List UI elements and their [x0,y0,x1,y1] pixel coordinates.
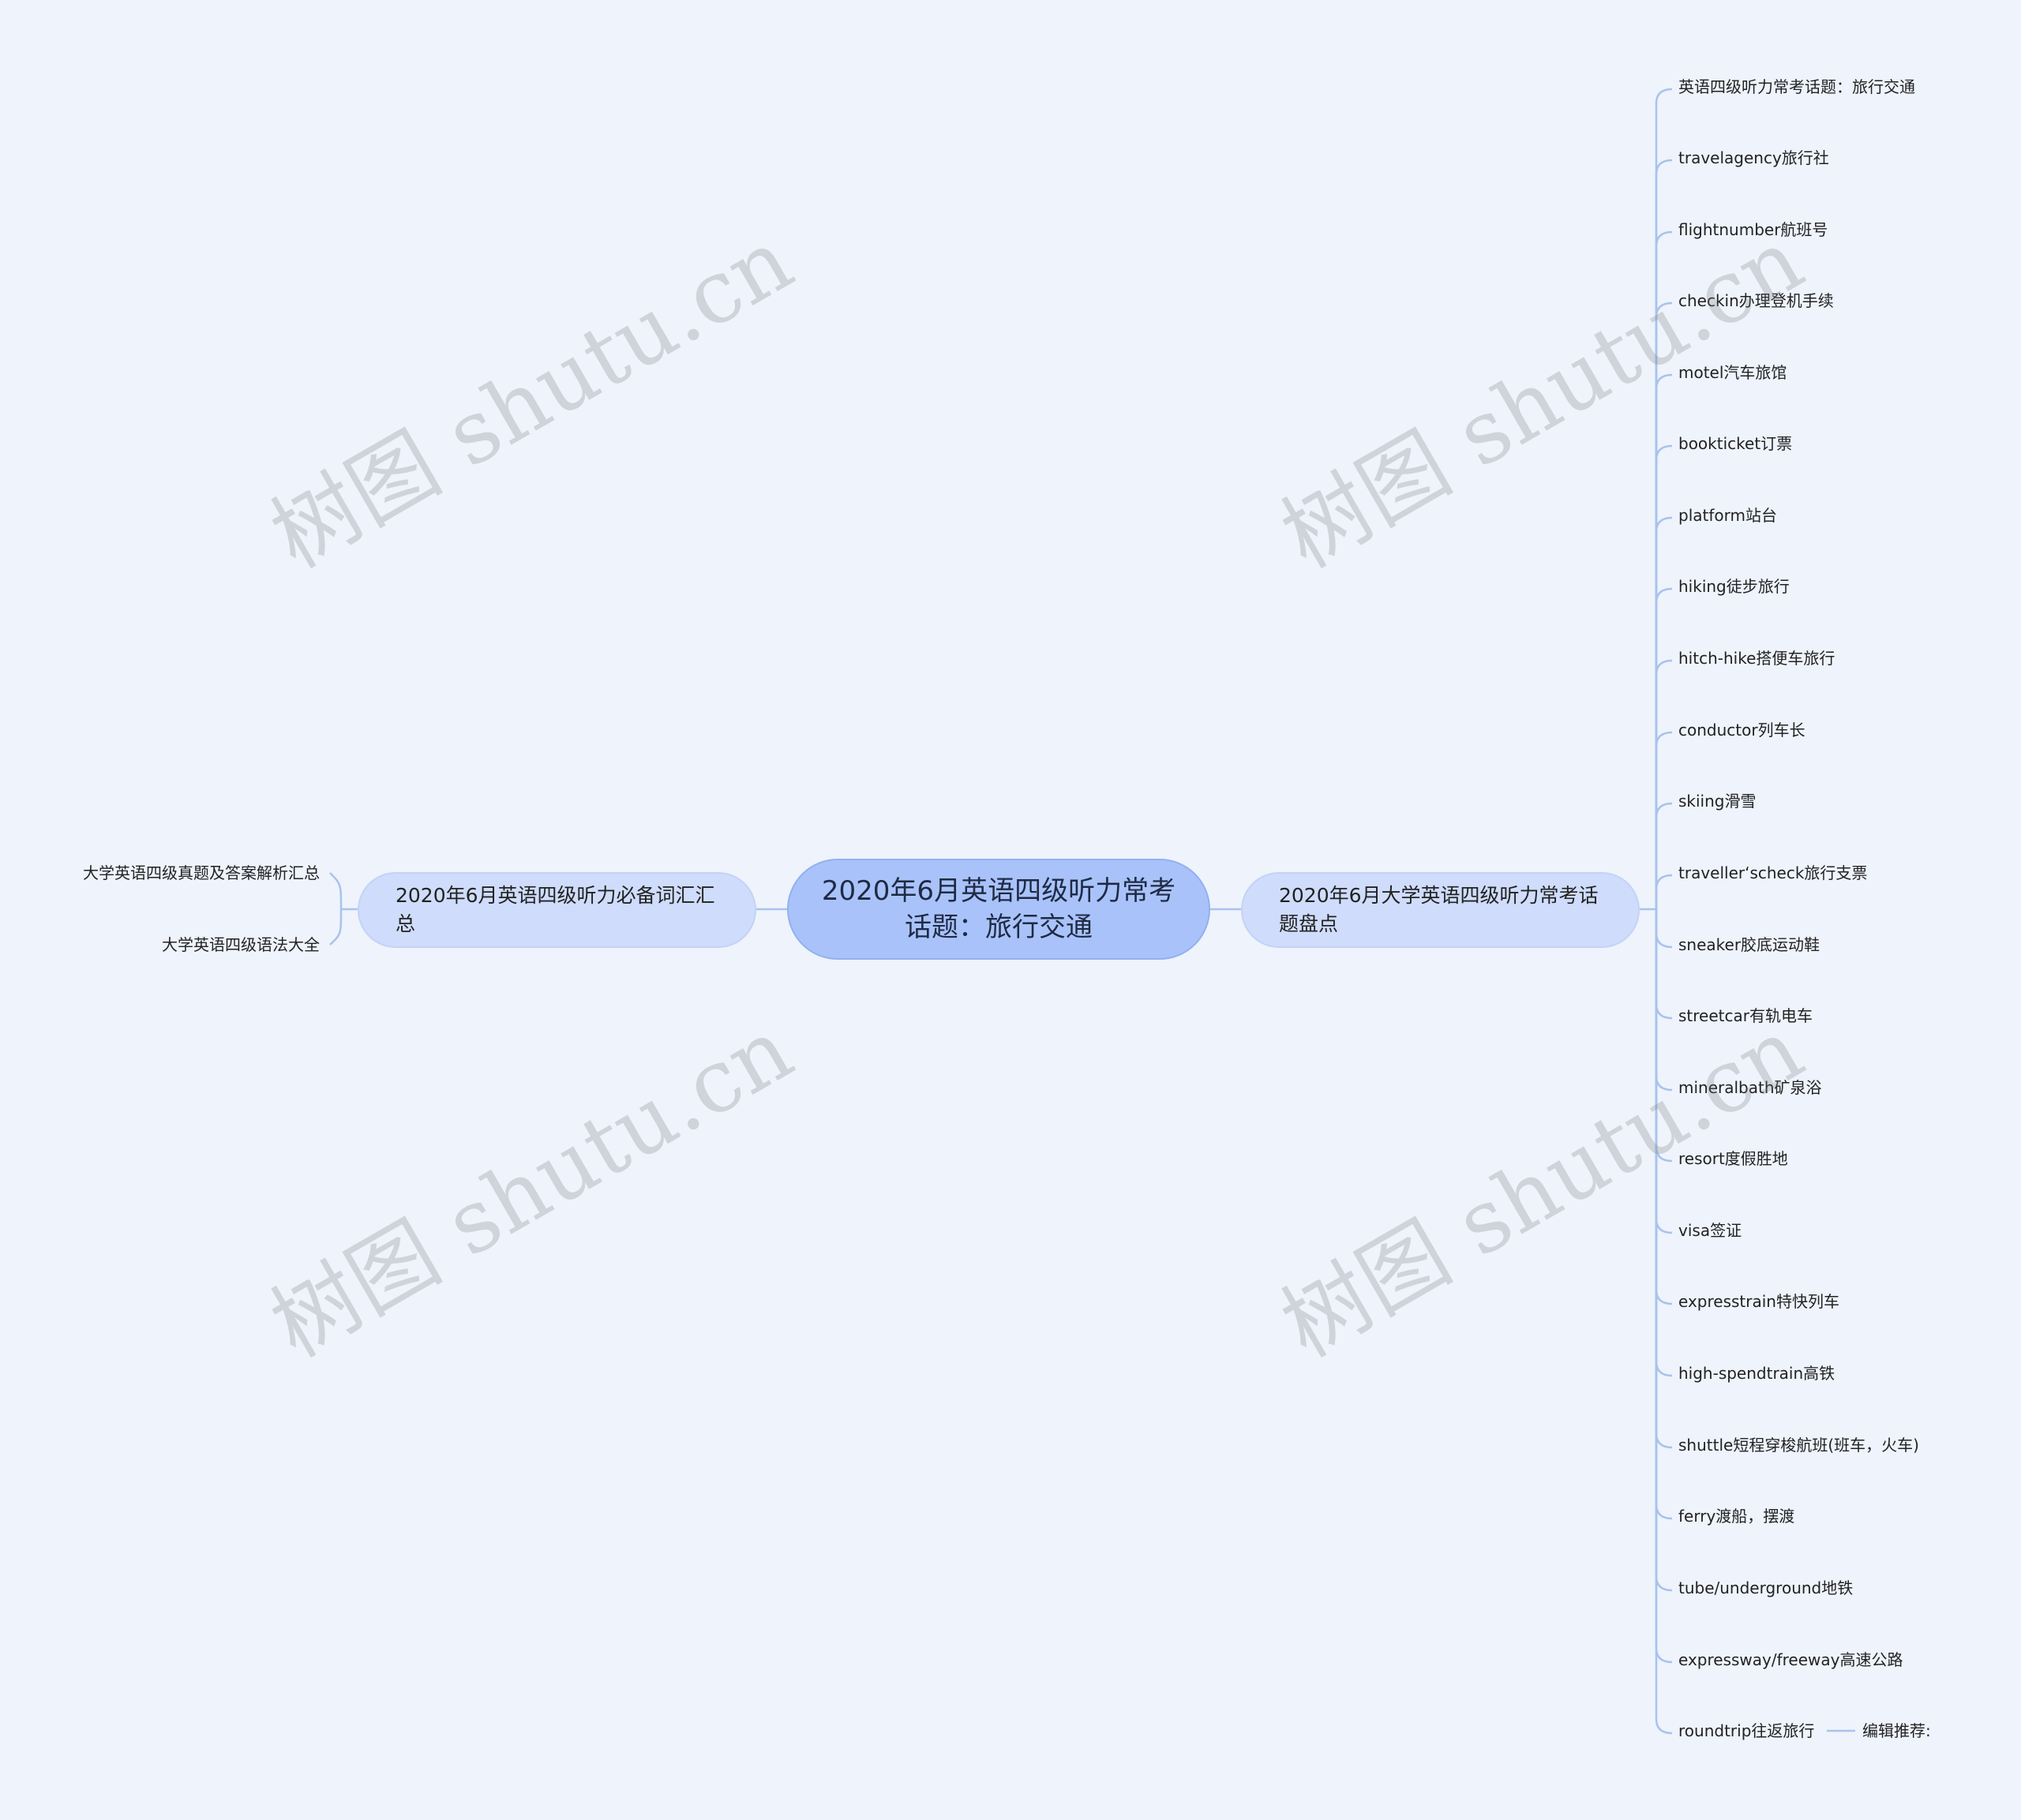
right-leaf-connector [1655,373,1673,909]
branch-left-node[interactable]: 2020年6月英语四级听力必备词汇汇总 [358,872,756,948]
root-node[interactable]: 2020年6月英语四级听力常考话题：旅行交通 [787,859,1210,960]
right-leaf[interactable]: platform站台 [1678,506,1777,525]
right-leaf-connector [1655,301,1673,909]
right-leaf[interactable]: ferry渡船，摆渡 [1678,1507,1795,1526]
branch-right-node[interactable]: 2020年6月大学英语四级听力常考话题盘点 [1241,872,1640,948]
right-leaf[interactable]: flightnumber航班号 [1678,220,1828,239]
right-leaf-connector [1655,874,1673,909]
right-leaf-connector [1655,909,1673,1664]
branch-left-label: 2020年6月英语四级听力必备词汇汇总 [396,884,715,935]
right-leaf[interactable]: bookticket订票 [1678,434,1793,453]
grandchild-leaf[interactable]: 编辑推荐: [1862,1721,1931,1740]
right-leaf[interactable]: expresstrain特快列车 [1678,1292,1839,1311]
right-leaf-connector [1655,731,1673,909]
right-leaf[interactable]: sneaker胶底运动鞋 [1678,935,1820,954]
right-leaf[interactable]: streetcar有轨电车 [1678,1006,1813,1025]
left-bracket-bottom [329,908,343,946]
right-leaf[interactable]: high-spendtrain高铁 [1678,1364,1835,1383]
right-leaf-connector [1655,909,1673,1092]
right-leaf[interactable]: roundtrip往返旅行 [1678,1721,1815,1740]
right-leaf-connector [1655,909,1673,1020]
right-leaf[interactable]: traveller‘scheck旅行支票 [1678,863,1868,882]
left-leaf[interactable]: 大学英语四级真题及答案解析汇总 [83,863,320,882]
right-leaf[interactable]: tube/underground地铁 [1678,1578,1854,1597]
right-leaf-connector [1655,230,1673,909]
right-leaf-connector [1655,159,1673,909]
right-leaf[interactable]: visa签证 [1678,1221,1742,1240]
right-leaf[interactable]: 英语四级听力常考话题：旅行交通 [1678,77,1915,96]
right-leaf[interactable]: hiking徒步旅行 [1678,577,1790,596]
right-leaf-connector [1655,909,1673,1520]
right-leaf[interactable]: mineralbath矿泉浴 [1678,1078,1822,1097]
right-leaf[interactable]: checkin办理登机手续 [1678,291,1834,310]
left-bracket-top [329,872,343,910]
right-leaf-connector [1655,909,1673,1735]
right-leaf[interactable]: motel汽车旅馆 [1678,363,1787,382]
left-leaf[interactable]: 大学英语四级语法大全 [162,935,320,954]
right-leaf-connector [1655,444,1673,909]
right-leaf-connector [1655,88,1673,909]
right-leaf-connector [1655,909,1673,1449]
branch-right-label: 2020年6月大学英语四级听力常考话题盘点 [1279,884,1599,935]
right-leaf-connector [1655,909,1673,1377]
right-leaf[interactable]: shuttle短程穿梭航班(班车，火车) [1678,1436,1919,1455]
right-leaf-connector [1655,909,1673,949]
root-title: 2020年6月英语四级听力常考话题：旅行交通 [821,875,1176,943]
right-leaf[interactable]: skiing滑雪 [1678,792,1757,811]
right-leaf-connector [1655,909,1673,1234]
right-leaf[interactable]: conductor列车长 [1678,721,1805,740]
right-leaf-connector [1655,516,1673,909]
right-leaf[interactable]: resort度假胜地 [1678,1149,1788,1168]
right-leaf-connector [1655,659,1673,909]
right-leaf-connector [1655,802,1673,909]
right-leaf[interactable]: expressway/freeway高速公路 [1678,1650,1903,1669]
right-leaf[interactable]: hitch-hike搭便车旅行 [1678,649,1835,668]
right-leaf-connector [1655,587,1673,909]
right-leaf[interactable]: travelagency旅行社 [1678,148,1829,167]
right-leaf-connector [1655,909,1673,1305]
